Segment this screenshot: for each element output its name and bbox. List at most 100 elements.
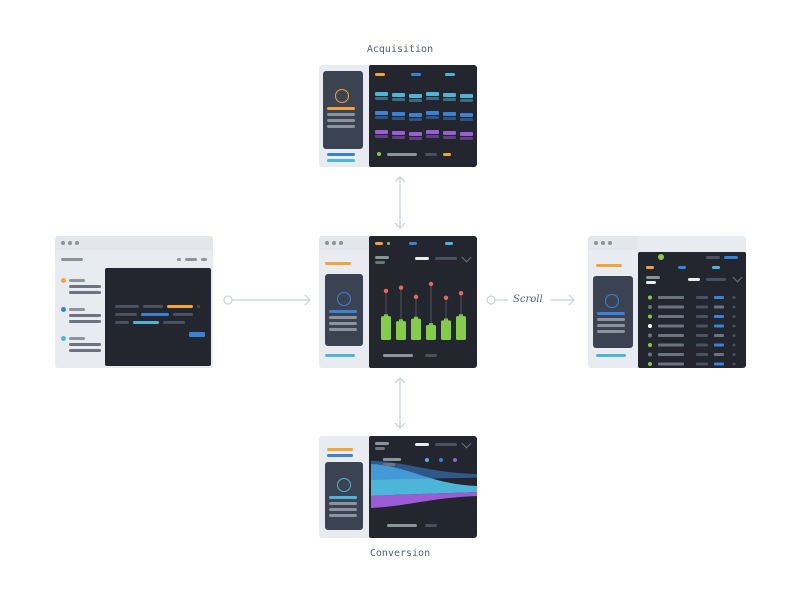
grid-cell	[426, 116, 439, 119]
toolbar-line	[646, 281, 656, 284]
row-line	[658, 353, 684, 356]
run-button[interactable]	[189, 332, 205, 337]
code-line	[143, 305, 163, 308]
footer-line	[425, 354, 437, 357]
funnel-band-blue	[371, 460, 477, 480]
grid-cell	[460, 94, 473, 98]
sidebar-line	[327, 107, 355, 110]
footer-line	[425, 524, 437, 527]
toolbar-pill	[415, 443, 429, 446]
row-dot	[732, 305, 736, 309]
bar	[456, 316, 466, 340]
window-dots-icon	[61, 241, 65, 245]
row-dot	[648, 295, 652, 300]
row-line	[696, 353, 708, 356]
footer-line	[387, 524, 417, 527]
acquisition-screen	[319, 65, 477, 167]
code-line-highlight	[167, 305, 193, 308]
row-tag	[714, 362, 724, 366]
sidebar-line	[597, 312, 625, 315]
marker-dot	[383, 288, 389, 294]
grid-cell	[375, 111, 388, 115]
sidebar-card	[323, 71, 363, 149]
row-line	[658, 362, 684, 366]
step-line	[69, 343, 101, 346]
step-line	[69, 308, 85, 311]
grid-cell	[409, 113, 422, 117]
conversion-screen	[319, 436, 477, 538]
grid-cell	[409, 132, 422, 136]
status-dot	[377, 152, 381, 156]
row-dot	[648, 305, 652, 309]
window-dots-icon	[325, 241, 329, 245]
nav-accent	[596, 264, 622, 267]
step-line	[69, 285, 101, 288]
scrolled-screen	[588, 236, 746, 368]
header-bar	[61, 258, 83, 261]
chart-icon	[337, 292, 351, 306]
row-tag	[714, 305, 724, 309]
step-dot	[61, 336, 66, 341]
sidebar-line	[329, 316, 357, 319]
row-line	[696, 324, 708, 328]
bar	[411, 318, 421, 340]
grid-cell	[375, 130, 388, 134]
row-dot	[732, 353, 736, 356]
toolbar-line	[646, 276, 660, 279]
row-dot	[648, 343, 652, 347]
row-line	[658, 315, 684, 318]
grid-cell	[426, 135, 439, 138]
code-line-highlight	[133, 321, 159, 324]
toolbar-line	[375, 447, 385, 450]
funnel-icon	[337, 478, 351, 492]
center-screen	[319, 236, 477, 368]
step-line	[69, 314, 101, 317]
grid-cell	[392, 136, 405, 139]
code-line-highlight	[141, 313, 169, 316]
funnel-band-purple	[371, 492, 477, 508]
left-screen	[55, 236, 213, 368]
toolbar-pill	[706, 278, 726, 281]
row-line	[696, 315, 708, 318]
marker-dot	[398, 285, 404, 290]
code-line	[197, 305, 200, 308]
grid-cell	[460, 99, 473, 102]
status-dot	[658, 254, 664, 260]
grid-cell	[392, 131, 405, 135]
toolbar-pill	[435, 257, 457, 260]
footer-accent	[327, 153, 355, 156]
nav-accent	[325, 262, 351, 265]
bar	[396, 321, 406, 340]
row-line	[696, 305, 708, 309]
main-panel	[369, 65, 477, 167]
code-line	[115, 313, 137, 316]
nav-accent	[327, 448, 353, 451]
grid-cell	[443, 131, 456, 135]
sidebar-line	[329, 322, 357, 325]
grid-cell	[443, 98, 456, 101]
sidebar-line	[327, 119, 355, 122]
sidebar-line	[597, 318, 625, 321]
row-dot	[648, 333, 652, 338]
row-line	[696, 343, 708, 347]
nav-accent	[327, 454, 353, 457]
window-dot	[75, 241, 79, 245]
main-panel	[638, 252, 746, 368]
row-dot	[732, 343, 736, 347]
marker-dot	[428, 281, 434, 287]
toolbar-pill	[688, 278, 700, 281]
row-tag	[714, 296, 724, 299]
scroll-label: Scroll	[513, 294, 543, 305]
bar	[441, 320, 451, 340]
tab-pill	[375, 73, 385, 76]
grid-cell	[460, 118, 473, 121]
sidebar-line	[329, 508, 357, 511]
grid-cell	[375, 116, 388, 119]
row-line	[658, 305, 684, 309]
window-chrome	[588, 236, 638, 250]
table-rows	[648, 295, 736, 366]
tab-pill	[445, 242, 453, 245]
marker-dot	[413, 294, 419, 300]
sidebar-card	[325, 274, 363, 346]
